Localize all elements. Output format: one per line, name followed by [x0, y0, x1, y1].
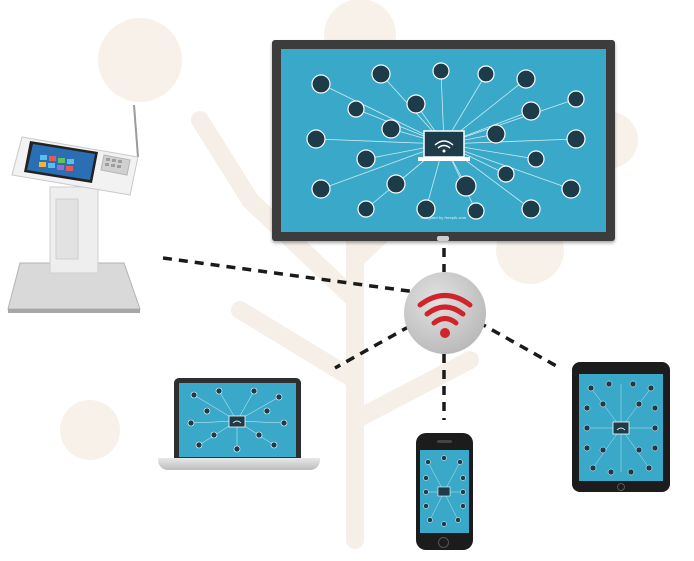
phone-screen — [420, 450, 469, 533]
car-icon — [517, 70, 535, 88]
phone-screen-graphic — [420, 450, 469, 533]
laptop-base — [158, 458, 320, 470]
phone-home-button — [438, 537, 449, 548]
first-aid-icon — [387, 175, 405, 193]
interactive-kiosk — [6, 95, 156, 315]
tablet-connection-line — [478, 322, 560, 368]
message-icon — [568, 91, 584, 107]
search-icon — [498, 166, 514, 182]
lock-icon — [433, 63, 449, 79]
tablet-screen-graphic — [579, 374, 663, 481]
headphones-icon — [382, 120, 400, 138]
cart-icon — [487, 125, 505, 143]
kiosk-connection-line — [163, 258, 416, 292]
wifi-icon — [404, 272, 486, 354]
lock-icon — [567, 130, 585, 148]
cloud-icon — [312, 75, 330, 93]
laptop-screen-graphic — [179, 383, 296, 457]
main-display-screen: designed by freepik.com — [281, 49, 606, 232]
mail-icon — [348, 101, 364, 117]
watch-icon — [478, 66, 494, 82]
display-stand — [437, 236, 449, 241]
globe-icon — [372, 65, 390, 83]
tablet-screen — [579, 374, 663, 481]
gear-icon — [407, 95, 425, 113]
cloud-icon — [456, 176, 476, 196]
search-icon — [312, 180, 330, 198]
freepik-credit: designed by freepik.com — [281, 215, 606, 220]
mail-icon — [562, 180, 580, 198]
iot-network-graphic — [281, 49, 606, 232]
tablet — [572, 362, 670, 492]
laptop-connection-line — [335, 326, 410, 368]
location-pin-icon — [528, 151, 544, 167]
home-icon — [307, 130, 325, 148]
main-display: designed by freepik.com — [272, 40, 615, 241]
laptop-screen — [179, 383, 296, 457]
tablet-home-button — [617, 483, 625, 491]
laptop — [174, 378, 301, 460]
wifi-router — [404, 272, 486, 354]
washing-machine-icon — [357, 150, 375, 168]
smartphone — [416, 433, 473, 550]
laptop-wifi-icon — [418, 131, 470, 161]
phone-speaker — [437, 440, 452, 443]
smartphone-icon — [522, 102, 540, 120]
